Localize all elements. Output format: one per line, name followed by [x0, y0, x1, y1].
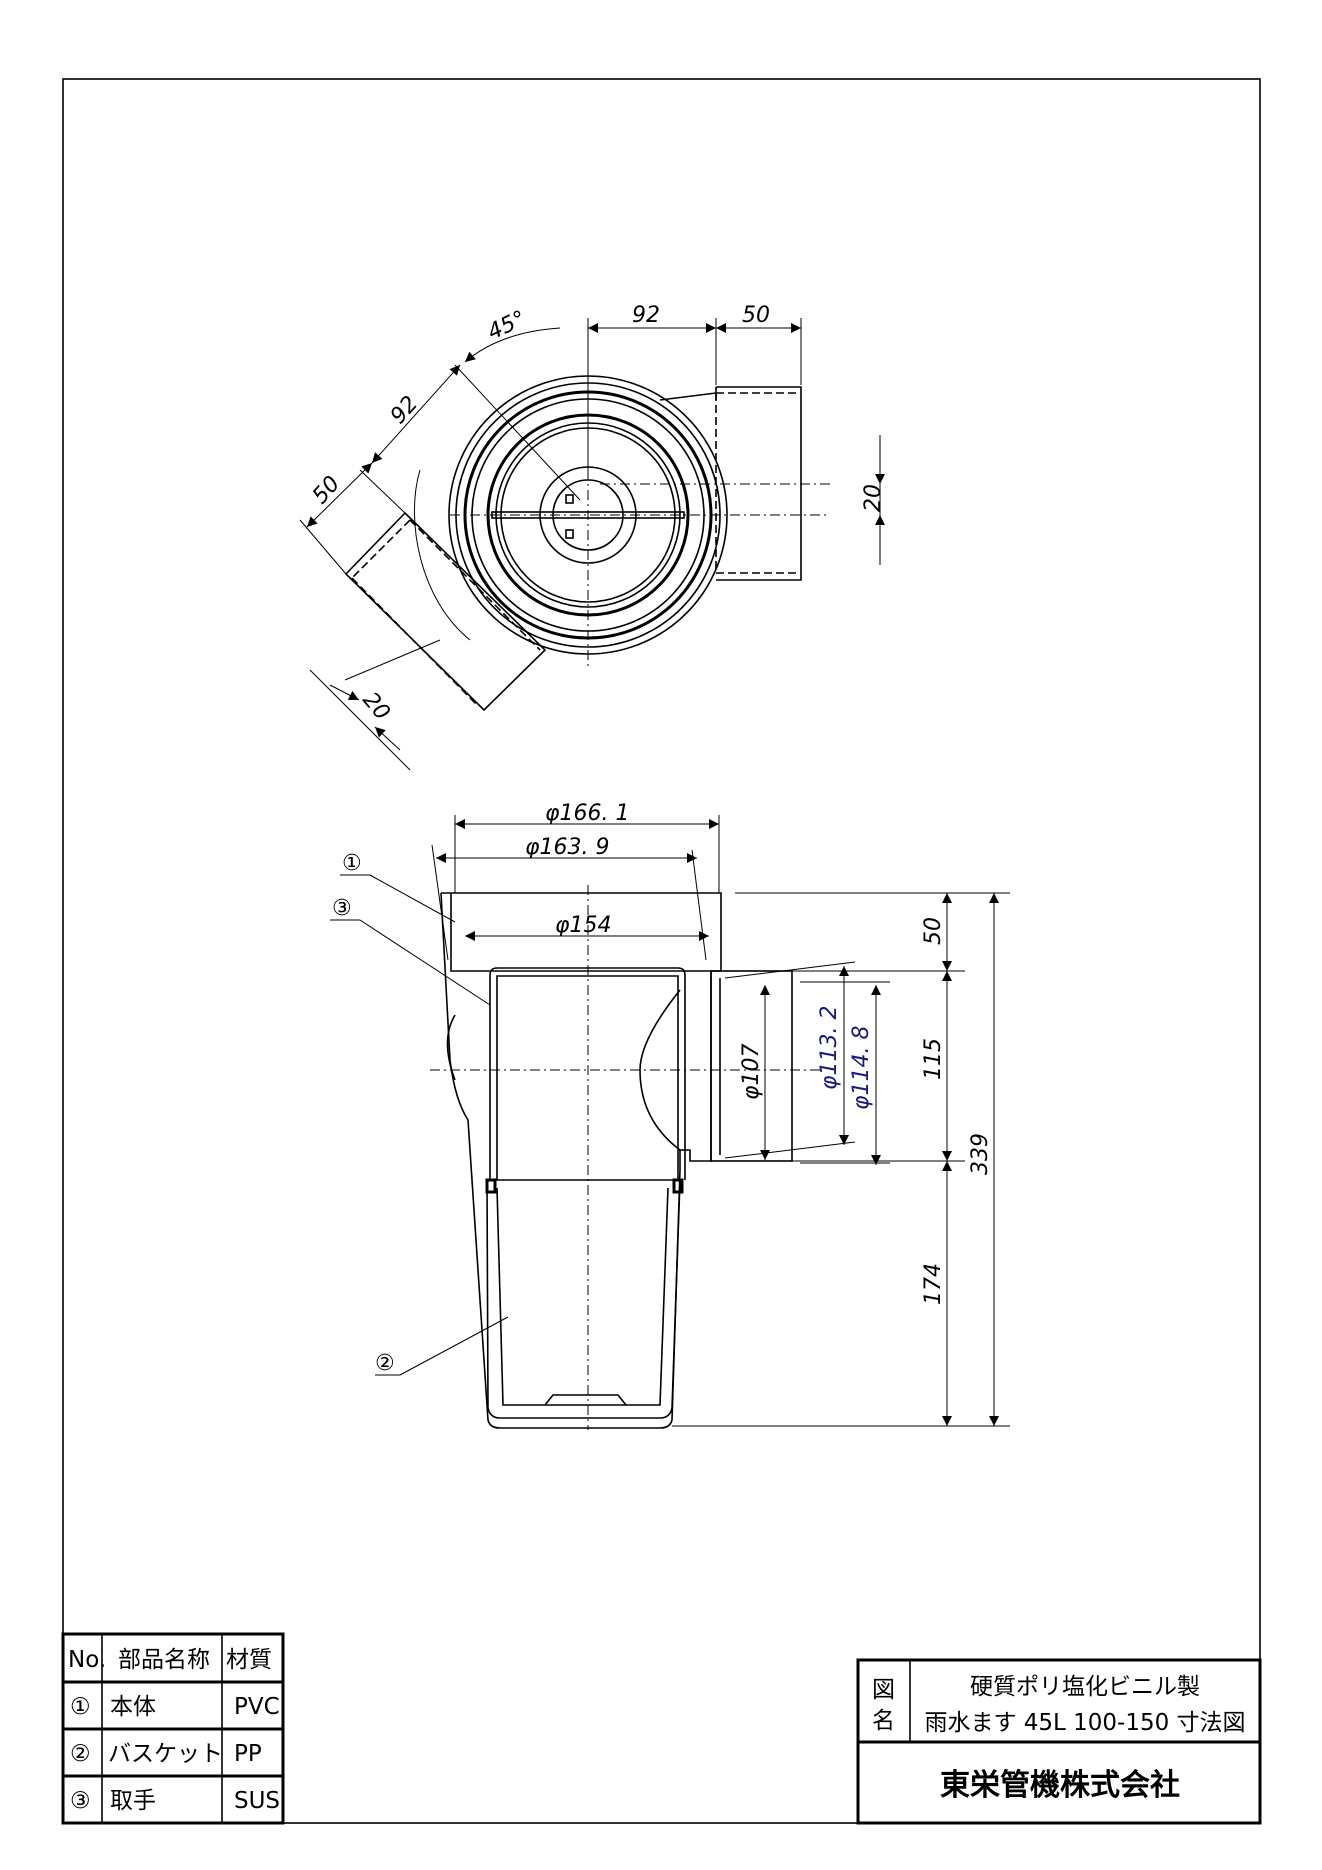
row-2-no: ② [70, 1741, 91, 1767]
dim-d6: φ114. 8 [849, 1026, 874, 1111]
callout-2: ② [375, 1351, 395, 1376]
header-no: No. [68, 1647, 106, 1673]
top-view-dimensions: 45° 92 50 92 50 20 20 [299, 303, 886, 771]
dim-shift-right: 20 [861, 484, 886, 512]
front-view [430, 885, 820, 1430]
callout-3: ③ [332, 896, 352, 921]
drawing-title-line2: 雨水ます 45L 100-150 寸法図 [924, 1710, 1245, 1736]
dim-angle: 45° [484, 306, 530, 345]
row-2-material: PP [234, 1741, 262, 1767]
dim-offset-diag: 92 [386, 391, 423, 429]
title-block: 図 名 硬質ポリ塩化ビニル製 雨水ます 45L 100-150 寸法図 東栄管機… [856, 1658, 1262, 1825]
dim-d5: φ113. 2 [817, 1006, 842, 1091]
row-3-material: SUS [234, 1788, 280, 1814]
row-2-name: バスケット [108, 1741, 223, 1767]
title-label-1: 図 [872, 1677, 895, 1703]
dim-pipe-diag: 50 [308, 471, 345, 509]
front-view-dimensions: φ166. 1 φ163. 9 φ154 φ107 φ113. 2 φ114. … [330, 801, 1010, 1427]
parts-table: No. 部品名称 材質 ① 本体 PVC ② バスケット PP ③ 取手 SUS [61, 1632, 285, 1825]
row-1-name: 本体 [110, 1694, 156, 1720]
dim-d1: φ166. 1 [545, 801, 630, 826]
dim-h-total: 339 [968, 1133, 993, 1175]
company-name: 東栄管機株式会社 [940, 1768, 1180, 1803]
header-part-name: 部品名称 [118, 1647, 210, 1673]
dim-pipe-right: 50 [742, 303, 770, 328]
dim-h3: 174 [921, 1263, 946, 1305]
callout-1: ① [342, 851, 362, 876]
row-1-material: PVC [234, 1694, 280, 1720]
row-3-name: 取手 [110, 1788, 156, 1814]
dim-h2: 115 [921, 1038, 946, 1080]
header-material: 材質 [226, 1647, 272, 1673]
dim-d2: φ163. 9 [525, 835, 610, 860]
row-3-no: ③ [70, 1788, 91, 1814]
dim-shift-diag: 20 [357, 688, 394, 726]
dim-d4: φ107 [739, 1043, 764, 1100]
dim-d3: φ154 [555, 913, 612, 938]
sheet-border [62, 78, 1261, 1824]
row-1-no: ① [70, 1694, 91, 1720]
drawing-title-line1: 硬質ポリ塩化ビニル製 [970, 1674, 1200, 1700]
title-label-2: 名 [872, 1708, 895, 1734]
dim-h1: 50 [921, 917, 946, 945]
dim-offset-right: 92 [632, 303, 660, 328]
